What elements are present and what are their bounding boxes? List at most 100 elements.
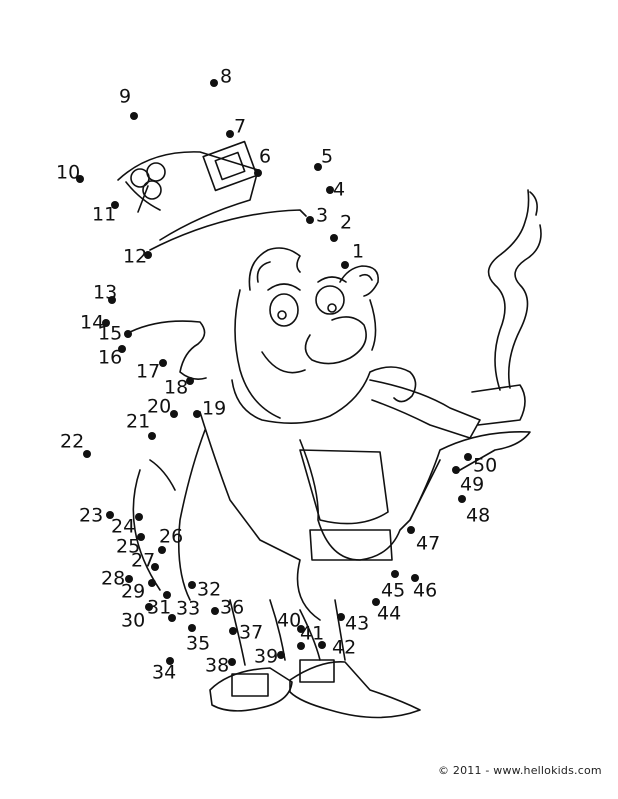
dot-number-13: 13 — [93, 282, 117, 304]
dot-43 — [337, 613, 345, 621]
dot-number-19: 19 — [202, 398, 226, 420]
dot-28 — [125, 575, 133, 583]
dot-20 — [170, 410, 178, 418]
dot-44 — [372, 598, 380, 606]
dot-32 — [188, 581, 196, 589]
dots — [76, 79, 472, 666]
dot-14 — [102, 319, 110, 327]
dot-number-33: 33 — [176, 598, 200, 620]
dot-number-34: 34 — [152, 662, 176, 684]
dot-25 — [137, 533, 145, 541]
dot-46 — [411, 574, 419, 582]
dot-number-41: 41 — [300, 623, 324, 645]
dot-number-37: 37 — [239, 622, 263, 644]
dot-11 — [111, 201, 119, 209]
dot-number-24: 24 — [111, 516, 135, 538]
dot-12 — [144, 251, 152, 259]
ear — [129, 320, 207, 380]
arm-right — [409, 431, 531, 521]
dot-18 — [186, 377, 194, 385]
dot-37 — [229, 627, 237, 635]
belt — [309, 529, 393, 561]
dot-number-8: 8 — [220, 66, 232, 88]
dot-36 — [211, 607, 219, 615]
dot-number-20: 20 — [147, 396, 171, 418]
dot-5 — [314, 163, 322, 171]
dot-4 — [326, 186, 334, 194]
dot-number-25: 25 — [116, 536, 140, 558]
dot-35 — [188, 624, 196, 632]
dot-8 — [210, 79, 218, 87]
dot-50 — [464, 453, 472, 461]
dot-26 — [158, 546, 166, 554]
dot-27 — [151, 563, 159, 571]
dot-number-4: 4 — [333, 179, 345, 201]
nose — [304, 316, 367, 365]
dot-number-14: 14 — [80, 312, 104, 334]
dot-22 — [83, 450, 91, 458]
pipe-smoke — [487, 189, 542, 391]
dot-number-16: 16 — [98, 347, 122, 369]
dot-40 — [297, 625, 305, 633]
legs — [229, 599, 346, 666]
dot-16 — [118, 345, 126, 353]
beard — [231, 366, 417, 424]
dot-23 — [106, 511, 114, 519]
dot-number-6: 6 — [259, 146, 271, 168]
mouth — [261, 351, 306, 374]
dot-17 — [159, 359, 167, 367]
dot-number-18: 18 — [164, 377, 188, 399]
dot-number-44: 44 — [377, 603, 401, 625]
dot-21 — [148, 432, 156, 440]
eyebrow-right — [317, 276, 347, 283]
hat-buckle — [202, 140, 258, 192]
waistcoat — [299, 449, 389, 525]
dot-41 — [297, 642, 305, 650]
dot-10 — [76, 175, 84, 183]
dot-31 — [163, 591, 171, 599]
dot-number-45: 45 — [381, 580, 405, 602]
eyebrow-left — [267, 283, 301, 291]
dot-number-23: 23 — [79, 505, 103, 527]
dot-number-2: 2 — [340, 212, 352, 234]
shoe-left-buckle — [231, 673, 269, 697]
dot-number-17: 17 — [136, 361, 160, 383]
dot-number-5: 5 — [321, 146, 333, 168]
face-outline — [234, 289, 377, 419]
dot-42 — [318, 641, 326, 649]
eye-right — [315, 285, 345, 315]
dot-39 — [277, 651, 285, 659]
shamrock-icon — [125, 162, 166, 213]
dot-15 — [124, 330, 132, 338]
hair-right — [339, 265, 379, 297]
shoe-right — [289, 661, 421, 719]
arm-left — [132, 459, 176, 591]
dot-34 — [166, 657, 174, 665]
dot-number-48: 48 — [466, 505, 490, 527]
dot-number-43: 43 — [345, 613, 369, 635]
dot-number-32: 32 — [197, 579, 221, 601]
dot-29 — [148, 579, 156, 587]
dot-number-27: 27 — [131, 550, 155, 572]
dot-1 — [341, 261, 349, 269]
dot-9 — [130, 112, 138, 120]
dot-47 — [407, 526, 415, 534]
shoe-right-buckle — [299, 659, 335, 683]
dot-number-36: 36 — [220, 597, 244, 619]
dot-7 — [226, 130, 234, 138]
dot-number-1: 1 — [352, 241, 364, 263]
copyright-notice: © 2011 - www.hellokids.com — [438, 764, 602, 777]
dot-number-10: 10 — [56, 162, 80, 184]
dot-number-12: 12 — [123, 246, 147, 268]
dot-6 — [254, 169, 262, 177]
dot-number-39: 39 — [254, 646, 278, 668]
dot-24 — [135, 513, 143, 521]
dot-number-26: 26 — [159, 526, 183, 548]
dot-number-28: 28 — [101, 568, 125, 590]
dot-38 — [228, 658, 236, 666]
dot-number-7: 7 — [234, 116, 246, 138]
dot-number-31: 31 — [147, 597, 171, 619]
dot-number-22: 22 — [60, 431, 84, 453]
